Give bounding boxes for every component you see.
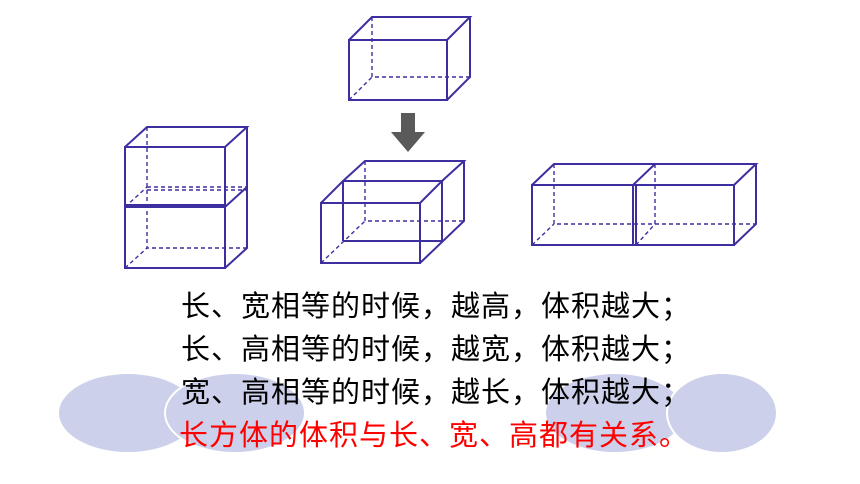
rule-width: 长、高相等的时候，越宽，体积越大； [180,332,691,366]
long-side [733,164,757,246]
rule-length: 宽、高相等的时候，越长，体积越大； [180,375,691,409]
long-divider-top [632,163,656,186]
wide-back-top [342,160,467,182]
wide-hidden-back [364,161,464,222]
stack-top [124,126,250,148]
stack-hidden-diag-low [124,247,148,269]
wide-front [320,202,421,264]
cuboid-stacked-wider [320,160,467,264]
long-hidden-diag-mid [635,223,656,246]
cuboid-top-hidden-diag [348,76,373,101]
cuboid-top-front [348,39,448,101]
wide-side [419,161,465,264]
wide-hidden-diag [320,220,366,264]
rule-height: 长、宽相等的时候，越高，体积越大； [180,289,691,323]
ellipse-left-inner [164,372,306,454]
cuboid-top-top [348,16,473,41]
down-arrow-icon [391,113,425,152]
stack-divider [125,186,248,208]
cuboid-stacked-longer [531,163,759,246]
cuboid-stacked-taller [124,126,250,269]
conclusion: 长方体的体积与长、宽、高都有关系。 [178,418,689,452]
long-hidden-diag [531,223,555,246]
stack-hidden-diag-mid [124,186,148,208]
ellipse-right [666,372,778,454]
wide-top [320,180,445,204]
background-ellipses [57,372,778,454]
cuboid-top-hidden [371,17,470,78]
cuboid-top [348,16,473,101]
